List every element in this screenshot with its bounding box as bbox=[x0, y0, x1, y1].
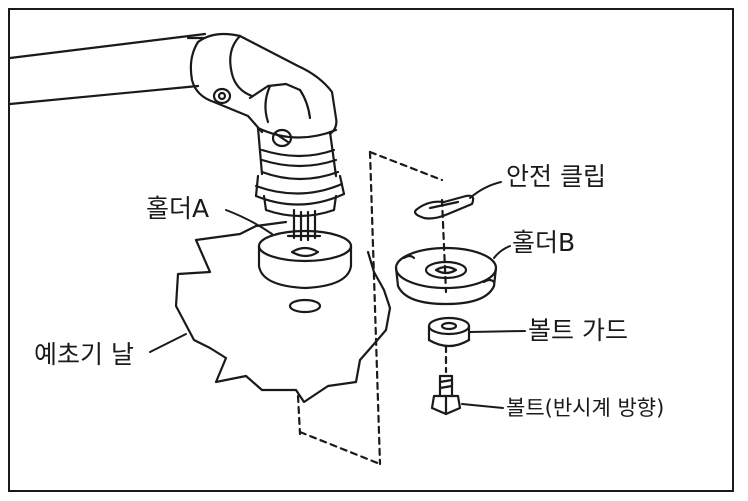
assembly-axis bbox=[298, 150, 448, 466]
diagram-frame bbox=[8, 8, 734, 492]
label-bolt: 볼트(반시계 방향) bbox=[506, 396, 665, 420]
bolt-part bbox=[430, 374, 462, 416]
bolt-guard-part bbox=[427, 316, 471, 348]
blade-part bbox=[174, 220, 392, 436]
label-holder-b: 홀더B bbox=[512, 228, 576, 257]
leader-lines bbox=[149, 181, 526, 409]
label-bolt-guard: 볼트 가드 bbox=[528, 316, 628, 345]
holder-a-part bbox=[257, 229, 353, 290]
label-safety-clip: 안전 클립 bbox=[506, 162, 606, 191]
gear-head bbox=[189, 32, 346, 218]
label-holder-a: 홀더A bbox=[146, 194, 210, 223]
label-blade: 예초기 날 bbox=[34, 340, 134, 369]
holder-b-part bbox=[394, 246, 498, 306]
spindle bbox=[286, 208, 322, 242]
shaft-tube bbox=[8, 32, 207, 106]
safety-clip-part bbox=[413, 194, 475, 220]
